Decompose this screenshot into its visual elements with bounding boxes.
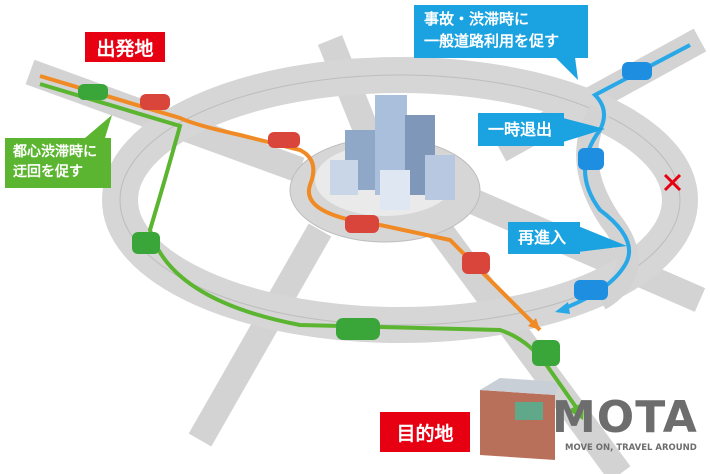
car-icon	[140, 94, 170, 110]
reentry-label: 再進入	[508, 222, 580, 254]
ring-road-edge	[119, 74, 681, 326]
accident-callout: 事故・渋滞時に 一般道路利用を促す	[414, 5, 588, 58]
car-icon	[462, 252, 490, 274]
car-icon	[574, 280, 608, 300]
car-icon	[578, 148, 604, 170]
blue-route-arrow-icon	[555, 302, 570, 314]
cars	[78, 62, 652, 366]
city-buildings-icon	[330, 95, 455, 210]
car-icon	[622, 62, 652, 80]
orange-route	[39, 74, 542, 332]
green-route	[39, 82, 580, 412]
blue-route	[564, 43, 691, 310]
destination-label: 目的地	[380, 412, 470, 452]
accident-callout-line2: 一般道路利用を促す	[424, 32, 560, 50]
callout-tail	[85, 115, 112, 138]
detour-callout-line2: 迂回を促す	[13, 164, 83, 180]
car-icon	[132, 232, 160, 254]
accident-callout-line1: 事故・渋滞時に	[424, 10, 530, 28]
car-icon	[336, 318, 380, 340]
car-icon	[532, 340, 560, 366]
origin-label: 出発地	[85, 32, 165, 62]
exit-pointer	[563, 118, 605, 142]
car-icon	[268, 132, 300, 148]
destination-building-icon	[480, 378, 560, 460]
callout-tail	[555, 57, 578, 80]
temporary-exit-label: 一時退出	[478, 113, 564, 146]
mota-logo: MOTA	[552, 392, 698, 443]
detour-callout-line1: 都心渋滞時に	[13, 144, 97, 160]
green-route-arrow-icon	[568, 402, 584, 420]
detour-callout: 都心渋滞時に 迂回を促す	[5, 138, 111, 188]
car-icon	[345, 215, 379, 233]
road-closed-x-icon	[663, 173, 682, 192]
mota-tagline: MOVE ON, TRAVEL AROUND	[565, 443, 697, 453]
reentry-pointer	[578, 226, 627, 252]
orange-route-arrow-icon	[528, 318, 540, 330]
car-icon	[78, 84, 108, 100]
